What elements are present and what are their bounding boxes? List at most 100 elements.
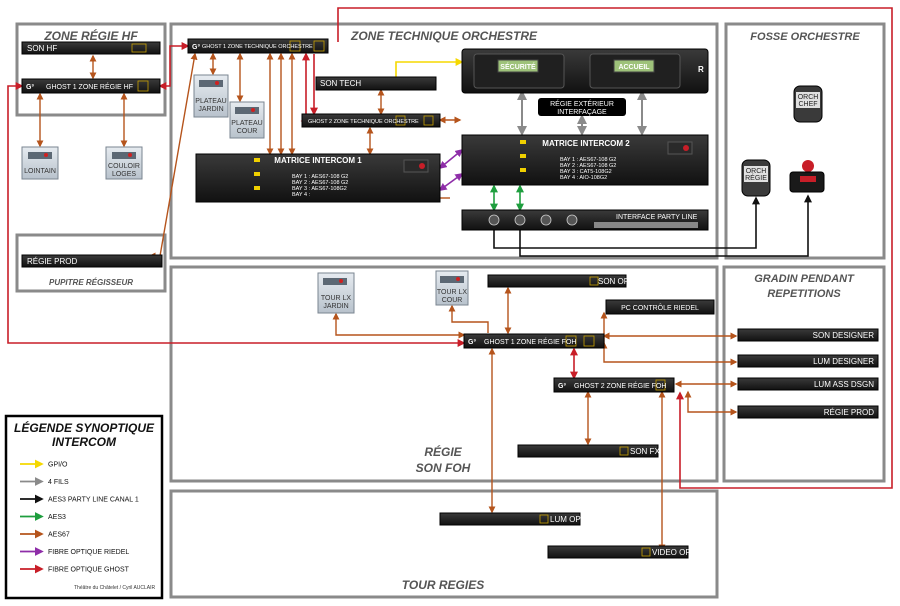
svg-text:COUR: COUR [237, 128, 258, 135]
svg-text:TOUR LX: TOUR LX [321, 295, 352, 302]
device-orch-chef[interactable]: ORCH CHEF [789, 85, 825, 193]
svg-text:SON OP: SON OP [598, 277, 629, 286]
zone-title-regie-hf: ZONE RÉGIE HF [43, 28, 138, 43]
legend-title-1: LÉGENDE SYNOPTIQUE [14, 420, 155, 435]
device-lum-op[interactable]: LUM OP [439, 512, 581, 526]
aes67-foh1-tourlx-jardin [332, 312, 466, 339]
pl-orch-regie [493, 196, 760, 249]
device-son-hf[interactable]: SON HF [21, 41, 161, 55]
svg-text:SÉCURITÉ: SÉCURITÉ [500, 62, 536, 71]
svg-text:R: R [698, 65, 704, 74]
svg-text:GHOST 2 ZONE TECHNIQUE ORCHEST: GHOST 2 ZONE TECHNIQUE ORCHESTRE [308, 119, 419, 125]
device-lum-designer[interactable]: LUM DESIGNER [737, 354, 879, 368]
svg-text:COUR: COUR [442, 297, 463, 304]
svg-text:ORCH: ORCH [798, 94, 819, 101]
zone-title-tour-regies: TOUR REGIES [402, 578, 484, 592]
svg-text:BAY 2 : AES67-108 G2: BAY 2 : AES67-108 G2 [292, 180, 348, 186]
svg-text:GHOST 1 ZONE RÉGIE HF: GHOST 1 ZONE RÉGIE HF [46, 82, 133, 91]
svg-text:MATRICE INTERCOM 1: MATRICE INTERCOM 1 [274, 156, 362, 165]
svg-text:G³: G³ [558, 383, 566, 390]
svg-text:CHEF: CHEF [798, 101, 817, 108]
legend: LÉGENDE SYNOPTIQUE INTERCOM GPI/O4 FILSA… [4, 414, 164, 600]
svg-text:GHOST 1 ZONE RÉGIE FOH: GHOST 1 ZONE RÉGIE FOH [484, 337, 576, 346]
svg-text:INTERFACE PARTY LINE: INTERFACE PARTY LINE [616, 214, 698, 221]
device-plateau-cour[interactable]: PLATEAU COUR [229, 101, 265, 139]
svg-text:PLATEAU: PLATEAU [195, 98, 226, 105]
device-radio-panel[interactable]: SÉCURITÉ ACCUEIL R [461, 48, 709, 94]
legend-item-label: GPI/O [48, 462, 68, 469]
device-regie-prod-gradin[interactable]: RÉGIE PROD [737, 405, 879, 419]
connections [7, 7, 893, 552]
devices: SON HF G³ GHOST 1 ZONE RÉGIE HF LOINTAIN… [21, 38, 879, 559]
device-tour-lx-jardin[interactable]: TOUR LX JARDIN [317, 272, 355, 314]
aes67-foh1-tourlx-cour [448, 304, 489, 333]
svg-text:JARDIN: JARDIN [323, 303, 348, 310]
device-son-fx[interactable]: SON FX [517, 444, 660, 458]
svg-text:MATRICE INTERCOM 2: MATRICE INTERCOM 2 [542, 139, 630, 148]
svg-text:RÉGIE EXTÉRIEUR: RÉGIE EXTÉRIEUR [550, 99, 614, 108]
svg-text:RÉGIE PROD: RÉGIE PROD [27, 257, 77, 266]
legend-item-label: FIBRE OPTIQUE RIEDEL [48, 549, 129, 556]
device-son-designer[interactable]: SON DESIGNER [737, 328, 879, 342]
device-son-tech[interactable]: SON TECH [315, 76, 437, 91]
device-ghost1-tech[interactable]: G³ GHOST 1 ZONE TECHNIQUE ORCHESTRE [187, 38, 329, 54]
legend-item-label: FIBRE OPTIQUE GHOST [48, 567, 130, 574]
device-ghost2-foh[interactable]: G³ GHOST 2 ZONE RÉGIE FOH [553, 377, 675, 393]
zone-title-son-foh-2: SON FOH [416, 461, 471, 475]
device-ghost2-tech[interactable]: GHOST 2 ZONE TECHNIQUE ORCHESTRE [301, 113, 441, 128]
legend-item-label: AES67 [48, 532, 70, 539]
device-regie-prod-pupitre[interactable]: RÉGIE PROD [21, 254, 163, 268]
svg-text:TOUR LX: TOUR LX [437, 289, 468, 296]
gpio-sontech-radio [395, 58, 464, 77]
device-son-op[interactable]: SON OP [487, 274, 629, 288]
zone-fosse [724, 22, 886, 260]
zone-title-technique: ZONE TECHNIQUE ORCHESTRE [350, 29, 538, 43]
zone-title-gradin-1: GRADIN PENDANT [754, 273, 855, 285]
device-lointain[interactable]: LOINTAIN [21, 146, 59, 180]
device-regie-exterieur[interactable]: RÉGIE EXTÉRIEUR INTERFAÇAGE [538, 98, 626, 116]
fiber-riedel-b [438, 173, 464, 191]
device-tour-lx-cour[interactable]: TOUR LX COUR [435, 270, 469, 306]
svg-text:LOINTAIN: LOINTAIN [24, 168, 56, 175]
svg-text:LUM ASS DSGN: LUM ASS DSGN [814, 380, 874, 389]
zone-title-gradin-2: REPETITIONS [767, 288, 841, 300]
device-matrix-intercom-2[interactable]: MATRICE INTERCOM 2 BAY 1 : AES67-108 G2 … [461, 134, 709, 186]
svg-text:BAY 2 : AES67-108 G2: BAY 2 : AES67-108 G2 [560, 163, 616, 169]
svg-text:JARDIN: JARDIN [198, 106, 223, 113]
device-orch-regie[interactable]: ORCH RÉGIE [741, 159, 771, 197]
legend-box [4, 414, 164, 600]
svg-text:RÉGIE: RÉGIE [745, 173, 767, 182]
fiber-ghost-tech-loop [337, 7, 893, 489]
device-ghost1-hf[interactable]: G³ GHOST 1 ZONE RÉGIE HF [21, 78, 161, 94]
svg-text:GHOST 2 ZONE RÉGIE FOH: GHOST 2 ZONE RÉGIE FOH [574, 381, 666, 390]
device-matrix-intercom-1[interactable]: MATRICE INTERCOM 1 BAY 1 : AES67-108 G2 … [195, 153, 441, 203]
aes67-foh2-regieprod [684, 390, 738, 416]
svg-text:PLATEAU: PLATEAU [231, 120, 262, 127]
device-party-line-interface[interactable]: INTERFACE PARTY LINE [461, 209, 709, 231]
svg-text:GHOST 1 ZONE TECHNIQUE ORCHEST: GHOST 1 ZONE TECHNIQUE ORCHESTRE [202, 44, 313, 50]
device-couloir-loges[interactable]: COULOIR LOGES [105, 146, 143, 180]
svg-text:BAY 3 : CAT5-108G2: BAY 3 : CAT5-108G2 [560, 169, 612, 175]
svg-text:LOGES: LOGES [112, 171, 136, 178]
device-plateau-jardin[interactable]: PLATEAU JARDIN [193, 74, 229, 118]
device-pc-controle-riedel[interactable]: PC CONTRÔLE RIEDEL [605, 299, 715, 315]
svg-text:PC CONTRÔLE RIEDEL: PC CONTRÔLE RIEDEL [621, 303, 699, 312]
device-lum-ass-dsgn[interactable]: LUM ASS DSGN [737, 377, 879, 391]
device-video-op[interactable]: VIDEO OP [547, 545, 691, 559]
fiber-ghost-hf-to-foh [7, 82, 466, 347]
device-ghost1-foh[interactable]: G³ GHOST 1 ZONE RÉGIE FOH [463, 333, 605, 349]
svg-text:BAY 4 :: BAY 4 : [292, 192, 311, 198]
svg-text:G³: G³ [192, 44, 200, 51]
legend-credit: Théâtre du Châtelet / Cyril AUCLAIR [74, 585, 156, 591]
legend-item-label: 4 FILS [48, 479, 69, 486]
fiber-riedel-a [438, 148, 464, 170]
zone-tour-regies [169, 489, 719, 599]
zone-title-son-foh-1: RÉGIE [424, 444, 462, 459]
zone-gradin [722, 265, 886, 483]
svg-text:LUM OP: LUM OP [550, 515, 581, 524]
svg-text:ACCUEIL: ACCUEIL [618, 64, 650, 71]
pl-orch-chef [519, 194, 812, 257]
svg-text:BAY 1 : AES67-108 G2: BAY 1 : AES67-108 G2 [560, 157, 616, 163]
aes67-foh1-lumdesigner [600, 341, 738, 366]
